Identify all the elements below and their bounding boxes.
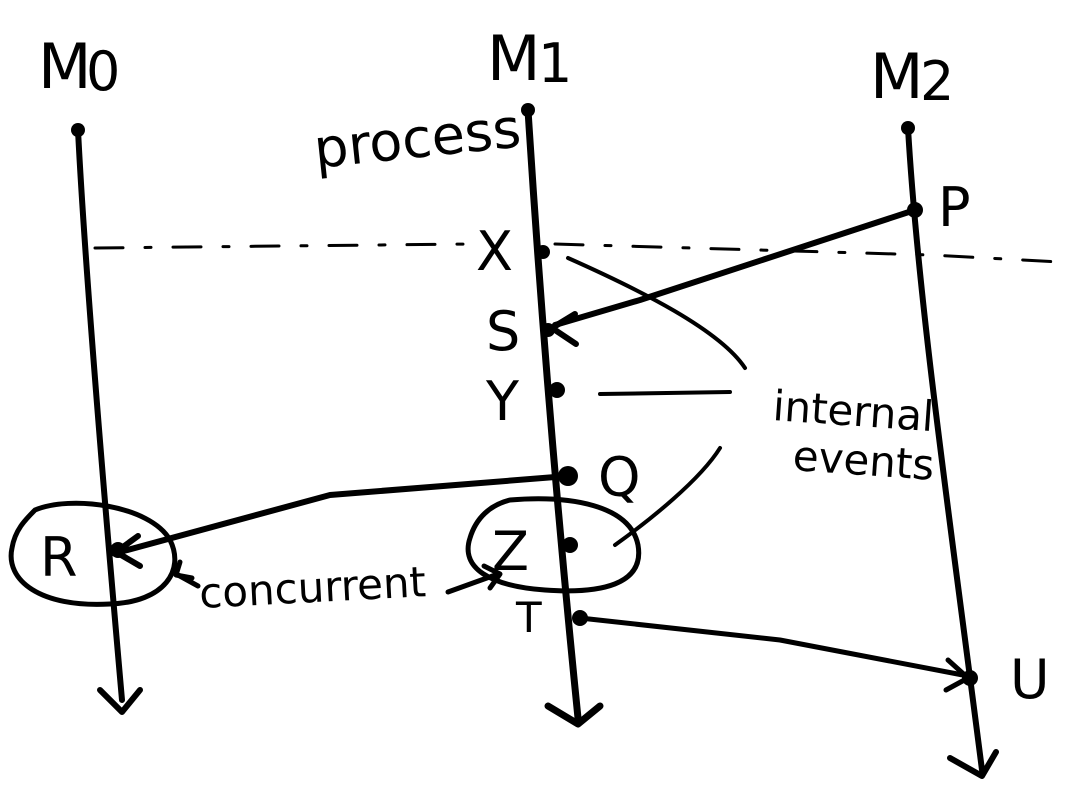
message-t-to-u-arrowhead-icon: [943, 657, 971, 693]
event-y-dot: [549, 382, 565, 398]
event-label-p: P: [938, 176, 971, 239]
m2-start-dot: [901, 121, 915, 135]
concurrent-right-pointer: [445, 571, 501, 595]
process-caption: process: [311, 97, 524, 181]
concurrent-left-arrowhead-icon: [173, 559, 195, 581]
internal-pointer-to-y: [598, 390, 732, 396]
concurrent-right-arrowhead-icon: [481, 563, 503, 591]
message-q-to-r-arrowhead-icon: [113, 533, 143, 569]
m1-end-arrow-icon: [544, 702, 604, 728]
message-t-to-u: [577, 615, 971, 679]
event-label-u: U: [1010, 648, 1050, 711]
timeline-m0: [75, 127, 125, 703]
m0-end-arrow-icon: [97, 687, 143, 715]
event-label-y: Y: [485, 370, 520, 433]
process-label-m0-main: M: [38, 30, 92, 103]
event-label-t: T: [515, 593, 542, 642]
process-label-m1-sub: 1: [538, 32, 572, 95]
process-label-m0: M 0: [38, 30, 120, 103]
process-label-m2-sub: 2: [920, 50, 954, 113]
timeline-m1: [524, 106, 582, 722]
dashed-cut-line: [93, 242, 1062, 264]
process-label-m2-main: M: [870, 40, 924, 113]
process-label-m2: M 2: [870, 40, 954, 113]
internal-pointer-to-z: [613, 446, 722, 547]
internal-pointer-to-x: [566, 256, 747, 370]
process-label-m0-sub: 0: [86, 40, 120, 103]
message-p-to-s: [552, 207, 918, 328]
message-q-to-r: [117, 473, 571, 555]
m0-start-dot: [71, 123, 85, 137]
event-label-r: R: [40, 526, 78, 589]
concurrent-note: concurrent: [198, 557, 427, 618]
process-label-m1: M 1: [487, 22, 572, 95]
event-label-q: Q: [598, 446, 641, 509]
process-label-m1-main: M: [487, 22, 541, 95]
event-label-s: S: [486, 300, 520, 363]
event-z-dot: [562, 537, 578, 553]
r-circle: [8, 500, 178, 607]
internal-events-note-line1: internal: [771, 381, 935, 441]
event-label-x: X: [476, 220, 513, 283]
m2-end-arrow-icon: [947, 749, 999, 779]
z-circle: [465, 496, 642, 594]
message-p-to-s-arrowhead-icon: [549, 311, 579, 347]
m1-start-dot: [521, 103, 535, 117]
internal-events-note-line2: events: [791, 431, 936, 490]
event-x-dot: [536, 245, 550, 259]
